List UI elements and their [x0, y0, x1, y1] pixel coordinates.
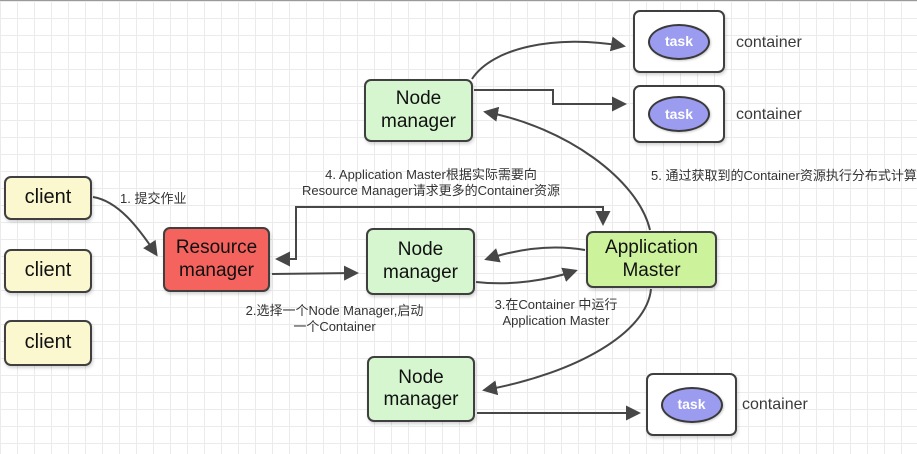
- node-client-2-label: client: [24, 259, 72, 282]
- annotation-step-2-line-1: 2.选择一个Node Manager,启动: [245, 303, 424, 318]
- node-manager-bottom-label: Node manager: [383, 366, 459, 410]
- arrow-app-master-to-node-manager-mid: [484, 246, 586, 263]
- container-label-1: container: [736, 34, 802, 51]
- node-client-3-label: client: [24, 331, 72, 354]
- container-label-3: container: [742, 396, 808, 413]
- annotation-step-2: 2.选择一个Node Manager,启动 一个Container: [232, 303, 437, 335]
- node-client-1-label: client: [24, 186, 72, 209]
- node-manager-bottom: Node manager: [367, 356, 475, 422]
- node-resource-manager: Resource manager: [163, 227, 270, 292]
- container-box-2: task: [633, 85, 725, 143]
- arrow-node-manager-top-to-container-1: [471, 36, 626, 80]
- container-box-3: task: [646, 373, 737, 436]
- container-label-2: container: [736, 106, 802, 123]
- task-ellipse-2: task: [648, 96, 710, 132]
- arrow-node-manager-top-to-container-2: [474, 89, 627, 112]
- node-client-1: client: [4, 176, 92, 220]
- annotation-step-5: 5. 通过获取到的Container资源执行分布式计算: [651, 168, 917, 183]
- task-2-label: task: [664, 105, 694, 122]
- container-box-1: task: [633, 10, 725, 73]
- annotation-step-4-line-1: 4. Application Master根据实际需要向: [325, 167, 537, 182]
- node-manager-top: Node manager: [364, 79, 473, 142]
- annotation-step-3-line-2: Application Master: [502, 313, 610, 328]
- annotation-step-4-line-2: Resource Manager请求更多的Container资源: [302, 183, 560, 198]
- task-ellipse-1: task: [648, 23, 710, 60]
- node-application-master: Application Master: [586, 231, 717, 288]
- annotation-step-3: 3.在Container 中运行 Application Master: [477, 297, 635, 329]
- arrow-resource-manager-to-node-manager: [271, 265, 359, 281]
- node-manager-middle: Node manager: [366, 228, 475, 295]
- annotation-step-1: 1. 提交作业: [120, 191, 187, 206]
- node-client-3: client: [4, 320, 92, 366]
- node-manager-top-label: Node manager: [381, 88, 456, 132]
- task-ellipse-3: task: [660, 386, 723, 423]
- node-resource-manager-label: Resource manager: [175, 237, 258, 281]
- annotation-step-4: 4. Application Master根据实际需要向 Resource Ma…: [293, 167, 569, 199]
- task-1-label: task: [664, 33, 694, 50]
- node-client-2: client: [4, 249, 92, 293]
- node-application-master-label: Application Master: [605, 237, 698, 281]
- task-3-label: task: [677, 396, 706, 413]
- arrow-node-manager-mid-to-app-master: [475, 267, 578, 285]
- annotation-step-3-line-1: 3.在Container 中运行: [494, 297, 618, 312]
- node-manager-middle-label: Node manager: [383, 239, 458, 283]
- annotation-step-2-line-2: 一个Container: [293, 319, 376, 334]
